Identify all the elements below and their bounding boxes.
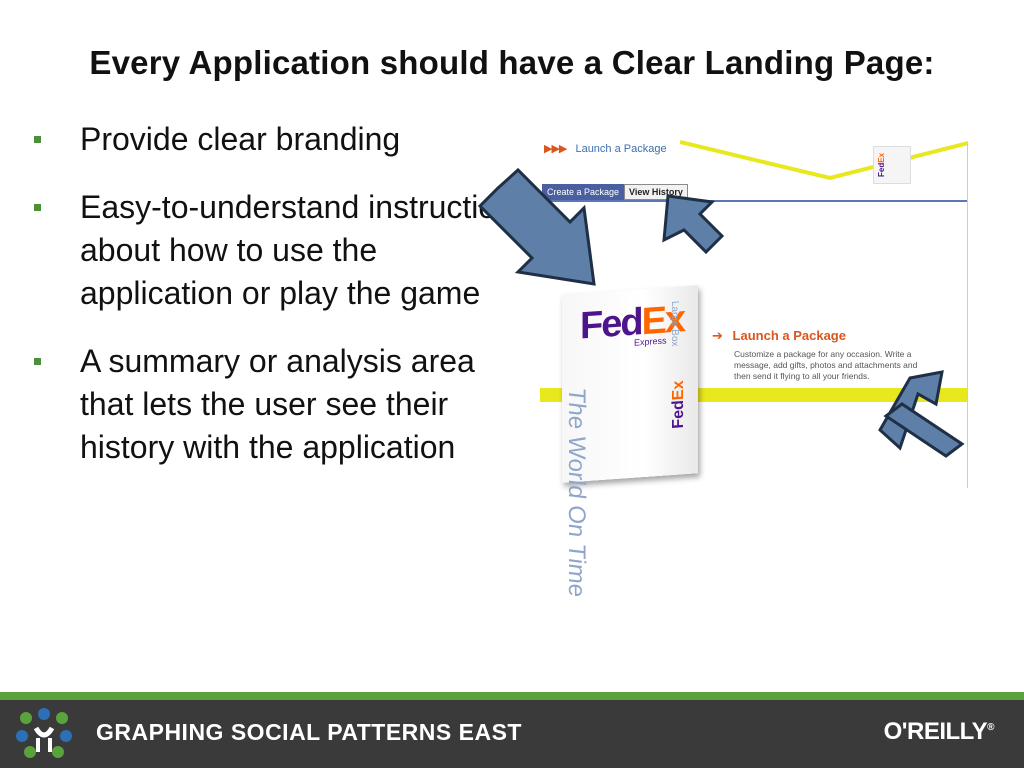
bullet-marker-icon — [34, 204, 41, 211]
fedex-express-label: Express — [634, 335, 667, 348]
bullet-marker-icon — [34, 136, 41, 143]
box-side-tagline: The World On Time — [563, 386, 590, 598]
registered-mark: ® — [987, 722, 994, 733]
oreilly-logo: O'REILLY® — [883, 718, 995, 746]
fedex-side-ex: Ex — [670, 379, 687, 401]
arrow-right-icon: ➔ — [712, 328, 723, 343]
envelope-lines-icon — [680, 140, 968, 181]
tab-bar: Create a Package View History — [542, 184, 688, 200]
bullet-branding: Provide clear branding — [34, 118, 534, 161]
bullet-summary: A summary or analysis area that lets the… — [34, 340, 534, 469]
fedex-side-fed: Fed — [670, 399, 687, 430]
footer: GRAPHING SOCIAL PATTERNS EAST O'REILLY® — [0, 700, 1024, 768]
fedex-logo-fed: Fed — [580, 301, 642, 348]
bullet-text: Easy-to-understand instructions about ho… — [80, 189, 530, 311]
tab-underline — [542, 200, 968, 202]
tab-create-package[interactable]: Create a Package — [542, 184, 625, 200]
launch-package-link[interactable]: ➔ Launch a Package — [712, 328, 846, 344]
footer-title: GRAPHING SOCIAL PATTERNS EAST — [96, 719, 522, 745]
mini-package-icon: FedEx — [873, 146, 911, 184]
footer-accent-bar — [0, 692, 1024, 700]
network-logo-icon — [16, 708, 72, 758]
launch-package-description: Customize a package for any occasion. Wr… — [734, 349, 918, 381]
large-box-label: Large Box — [669, 300, 680, 347]
fedex-side-logo: FedEx — [670, 380, 688, 429]
launch-nav-link[interactable]: ▶▶▶ Launch a Package — [544, 142, 667, 155]
bullet-marker-icon — [34, 358, 41, 365]
oreilly-brand-text: O'REILLY — [883, 718, 988, 745]
bullet-text: Provide clear branding — [80, 121, 401, 157]
launch-nav-label: Launch a Package — [575, 143, 667, 155]
triple-arrow-icon: ▶▶▶ — [544, 143, 567, 155]
launch-package-title: Launch a Package — [732, 328, 846, 343]
fedex-box-image: FedEx Express Large Box The World On Tim… — [562, 285, 698, 598]
slide-title: Every Application should have a Clear La… — [89, 44, 935, 81]
tab-view-history[interactable]: View History — [624, 184, 688, 200]
bullet-list: Provide clear branding Easy-to-understan… — [34, 118, 534, 494]
bullet-instructions: Easy-to-understand instructions about ho… — [34, 186, 534, 315]
bullet-text: A summary or analysis area that lets the… — [80, 343, 475, 465]
screenshot-border — [967, 144, 968, 488]
